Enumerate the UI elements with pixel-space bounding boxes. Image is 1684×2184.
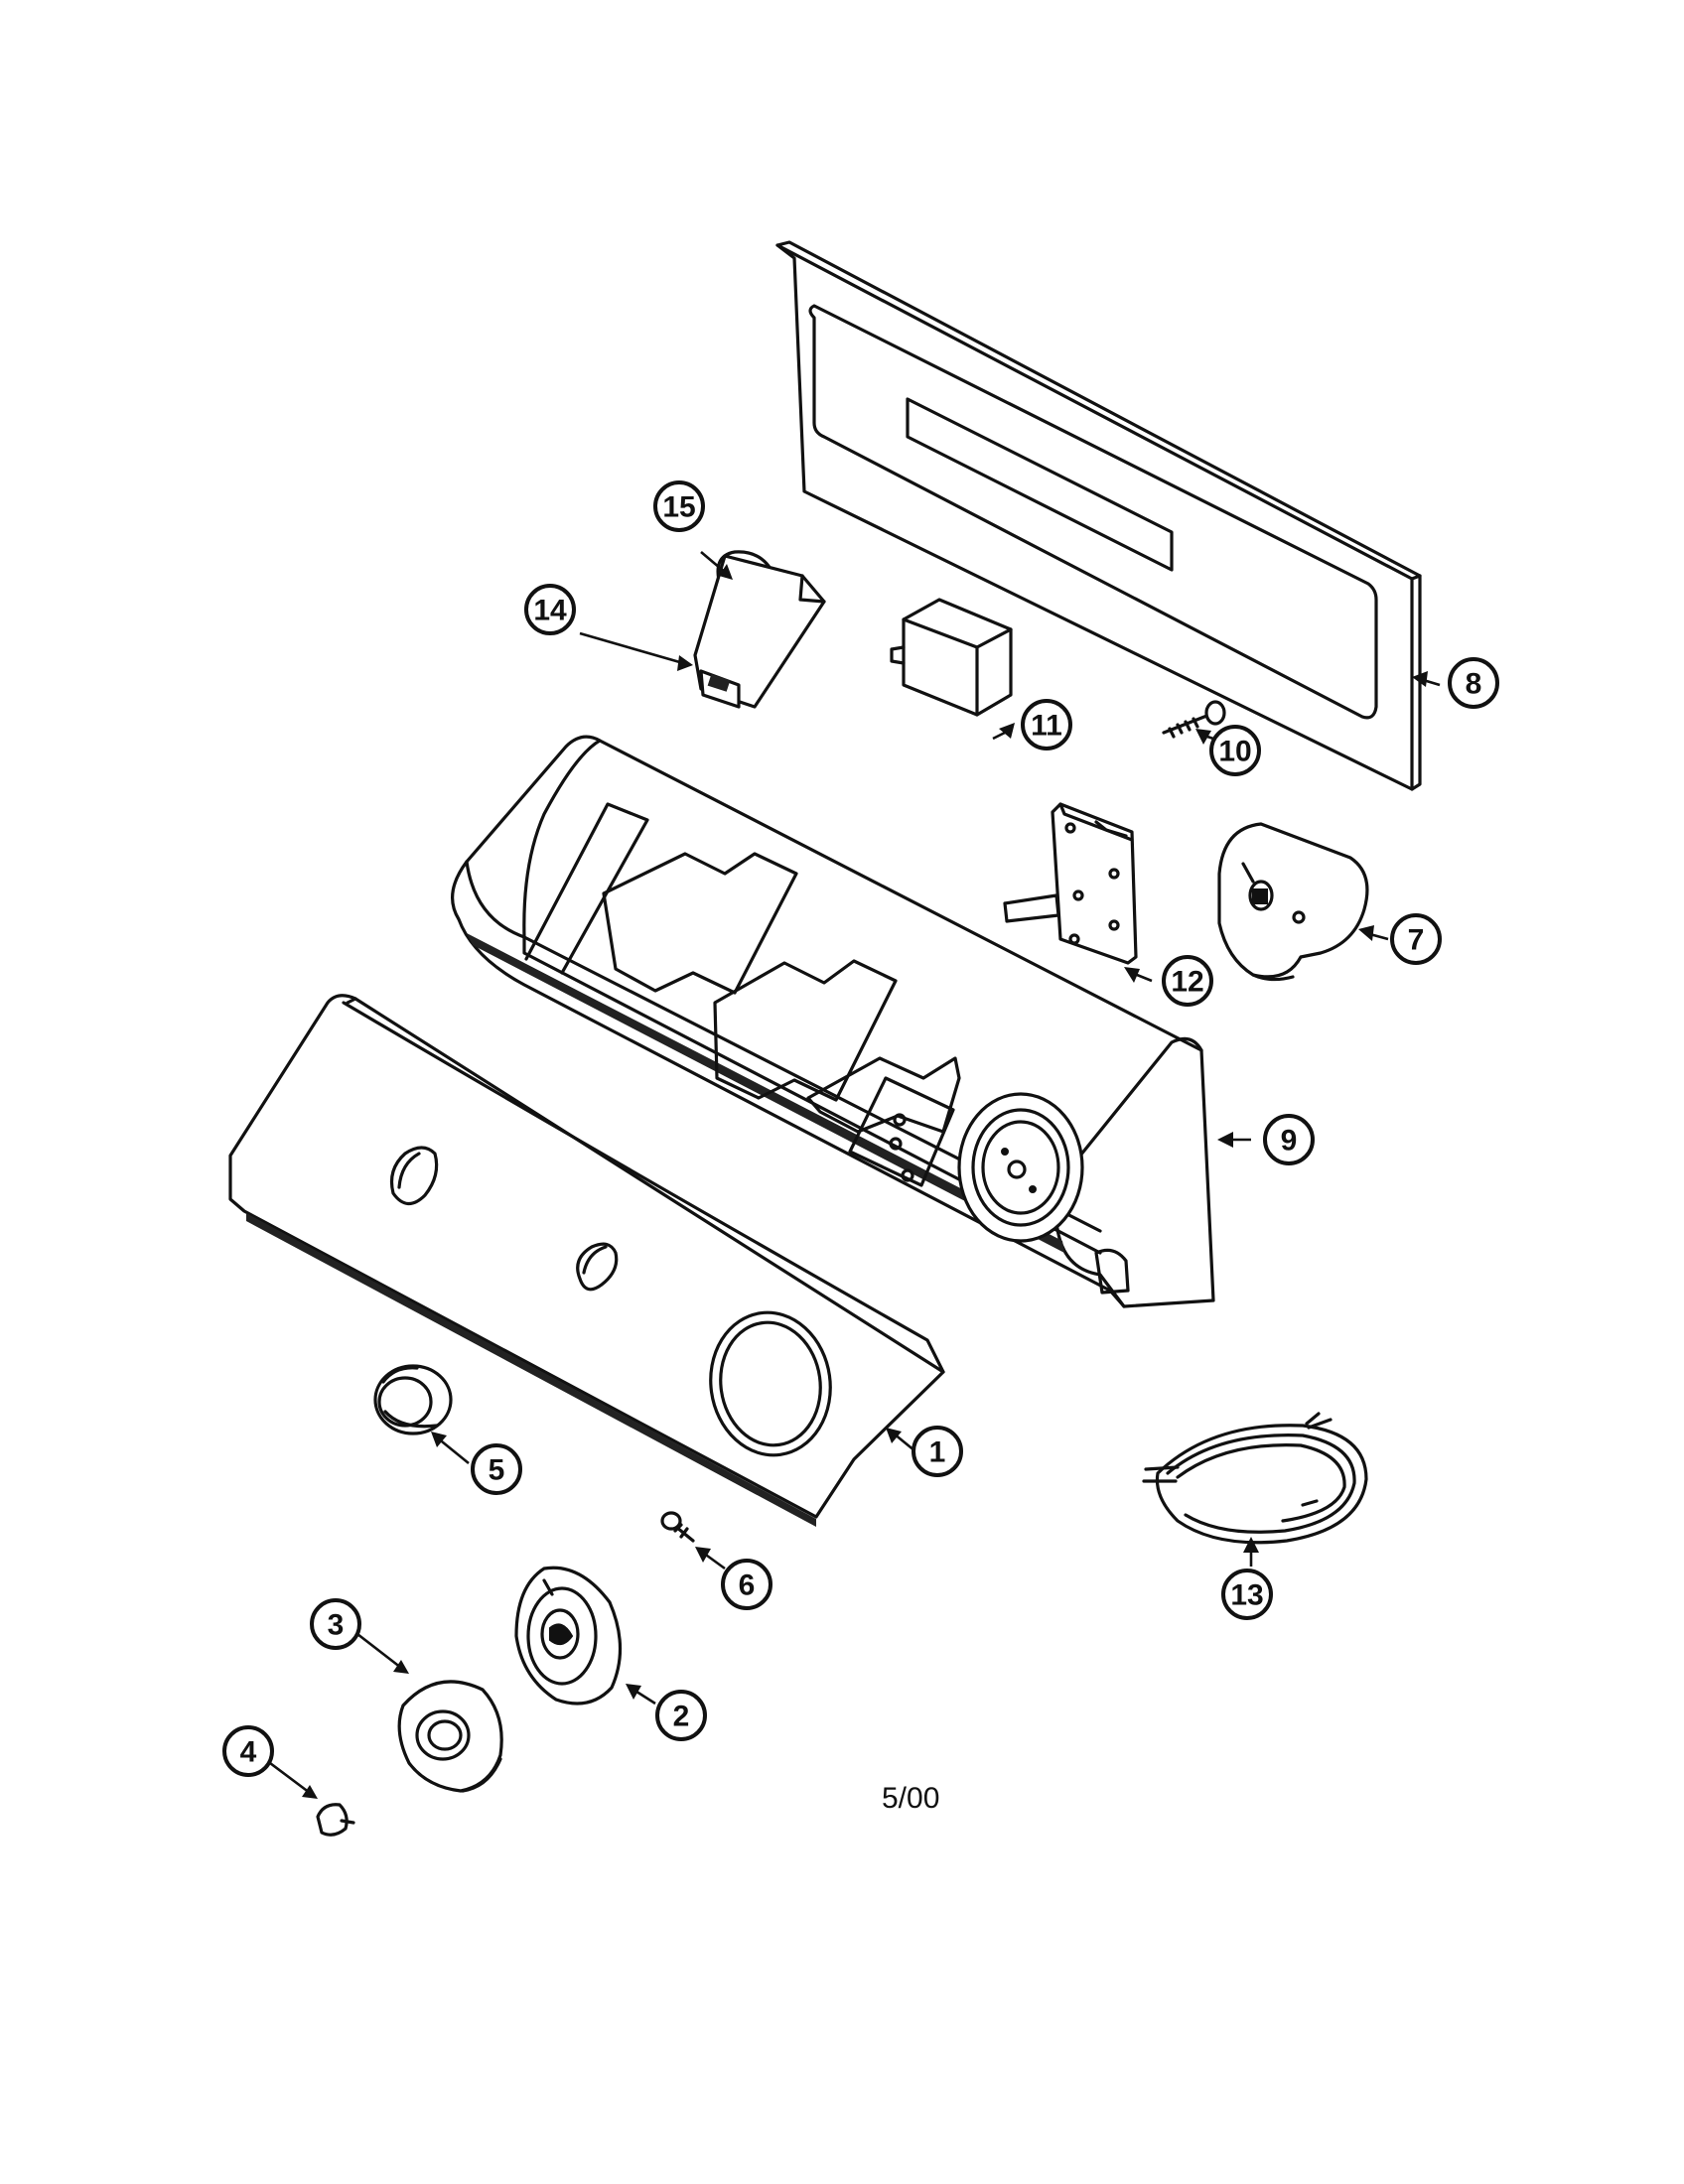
knob-large-part (514, 1566, 623, 1706)
control-console-part (451, 735, 1215, 1308)
svg-text:1: 1 (929, 1436, 946, 1469)
knob-clip-part (316, 1803, 355, 1837)
svg-text:11: 11 (1031, 710, 1062, 743)
callout-7: 7 (1390, 913, 1442, 965)
svg-text:7: 7 (1408, 924, 1425, 957)
timer-part (1217, 822, 1369, 982)
revision-date: 5/00 (882, 1782, 940, 1815)
svg-text:4: 4 (240, 1736, 257, 1769)
svg-text:15: 15 (662, 491, 695, 524)
svg-text:9: 9 (1281, 1125, 1298, 1158)
wire-harness-part (1142, 1412, 1368, 1545)
control-panel-front-part (228, 994, 945, 1527)
svg-text:6: 6 (739, 1570, 756, 1602)
callout-8: 8 (1448, 657, 1499, 709)
screw-10-part (1162, 700, 1226, 739)
svg-text:3: 3 (328, 1609, 345, 1642)
callout-14: 14 (524, 584, 576, 635)
callout-11: 11 (1021, 699, 1072, 751)
callout-5: 5 (471, 1443, 522, 1495)
callout-6: 6 (721, 1559, 772, 1610)
callout-13: 13 (1221, 1569, 1273, 1620)
svg-text:5: 5 (489, 1454, 505, 1487)
svg-text:12: 12 (1171, 966, 1203, 999)
callout-2: 2 (655, 1690, 707, 1741)
knob-skirt-part (397, 1680, 503, 1793)
relay-block-part (890, 598, 1013, 717)
callout-12: 12 (1162, 955, 1213, 1007)
svg-text:2: 2 (673, 1701, 690, 1733)
screw-6-part (660, 1511, 695, 1543)
rear-panel-part (775, 240, 1422, 791)
svg-text:10: 10 (1218, 736, 1251, 768)
svg-text:13: 13 (1230, 1579, 1263, 1612)
callout-9: 9 (1263, 1114, 1315, 1165)
callout-15: 15 (653, 480, 705, 532)
callout-10: 10 (1209, 725, 1261, 776)
svg-text:8: 8 (1466, 668, 1482, 701)
selector-button-part (373, 1364, 453, 1435)
leader-lines (269, 551, 1441, 1799)
callout-3: 3 (310, 1598, 361, 1650)
switch-housing-part (693, 554, 826, 709)
callout-4: 4 (222, 1725, 274, 1777)
callout-1: 1 (912, 1426, 963, 1477)
svg-text:14: 14 (533, 595, 567, 627)
switch-bracket-part (1003, 802, 1138, 965)
